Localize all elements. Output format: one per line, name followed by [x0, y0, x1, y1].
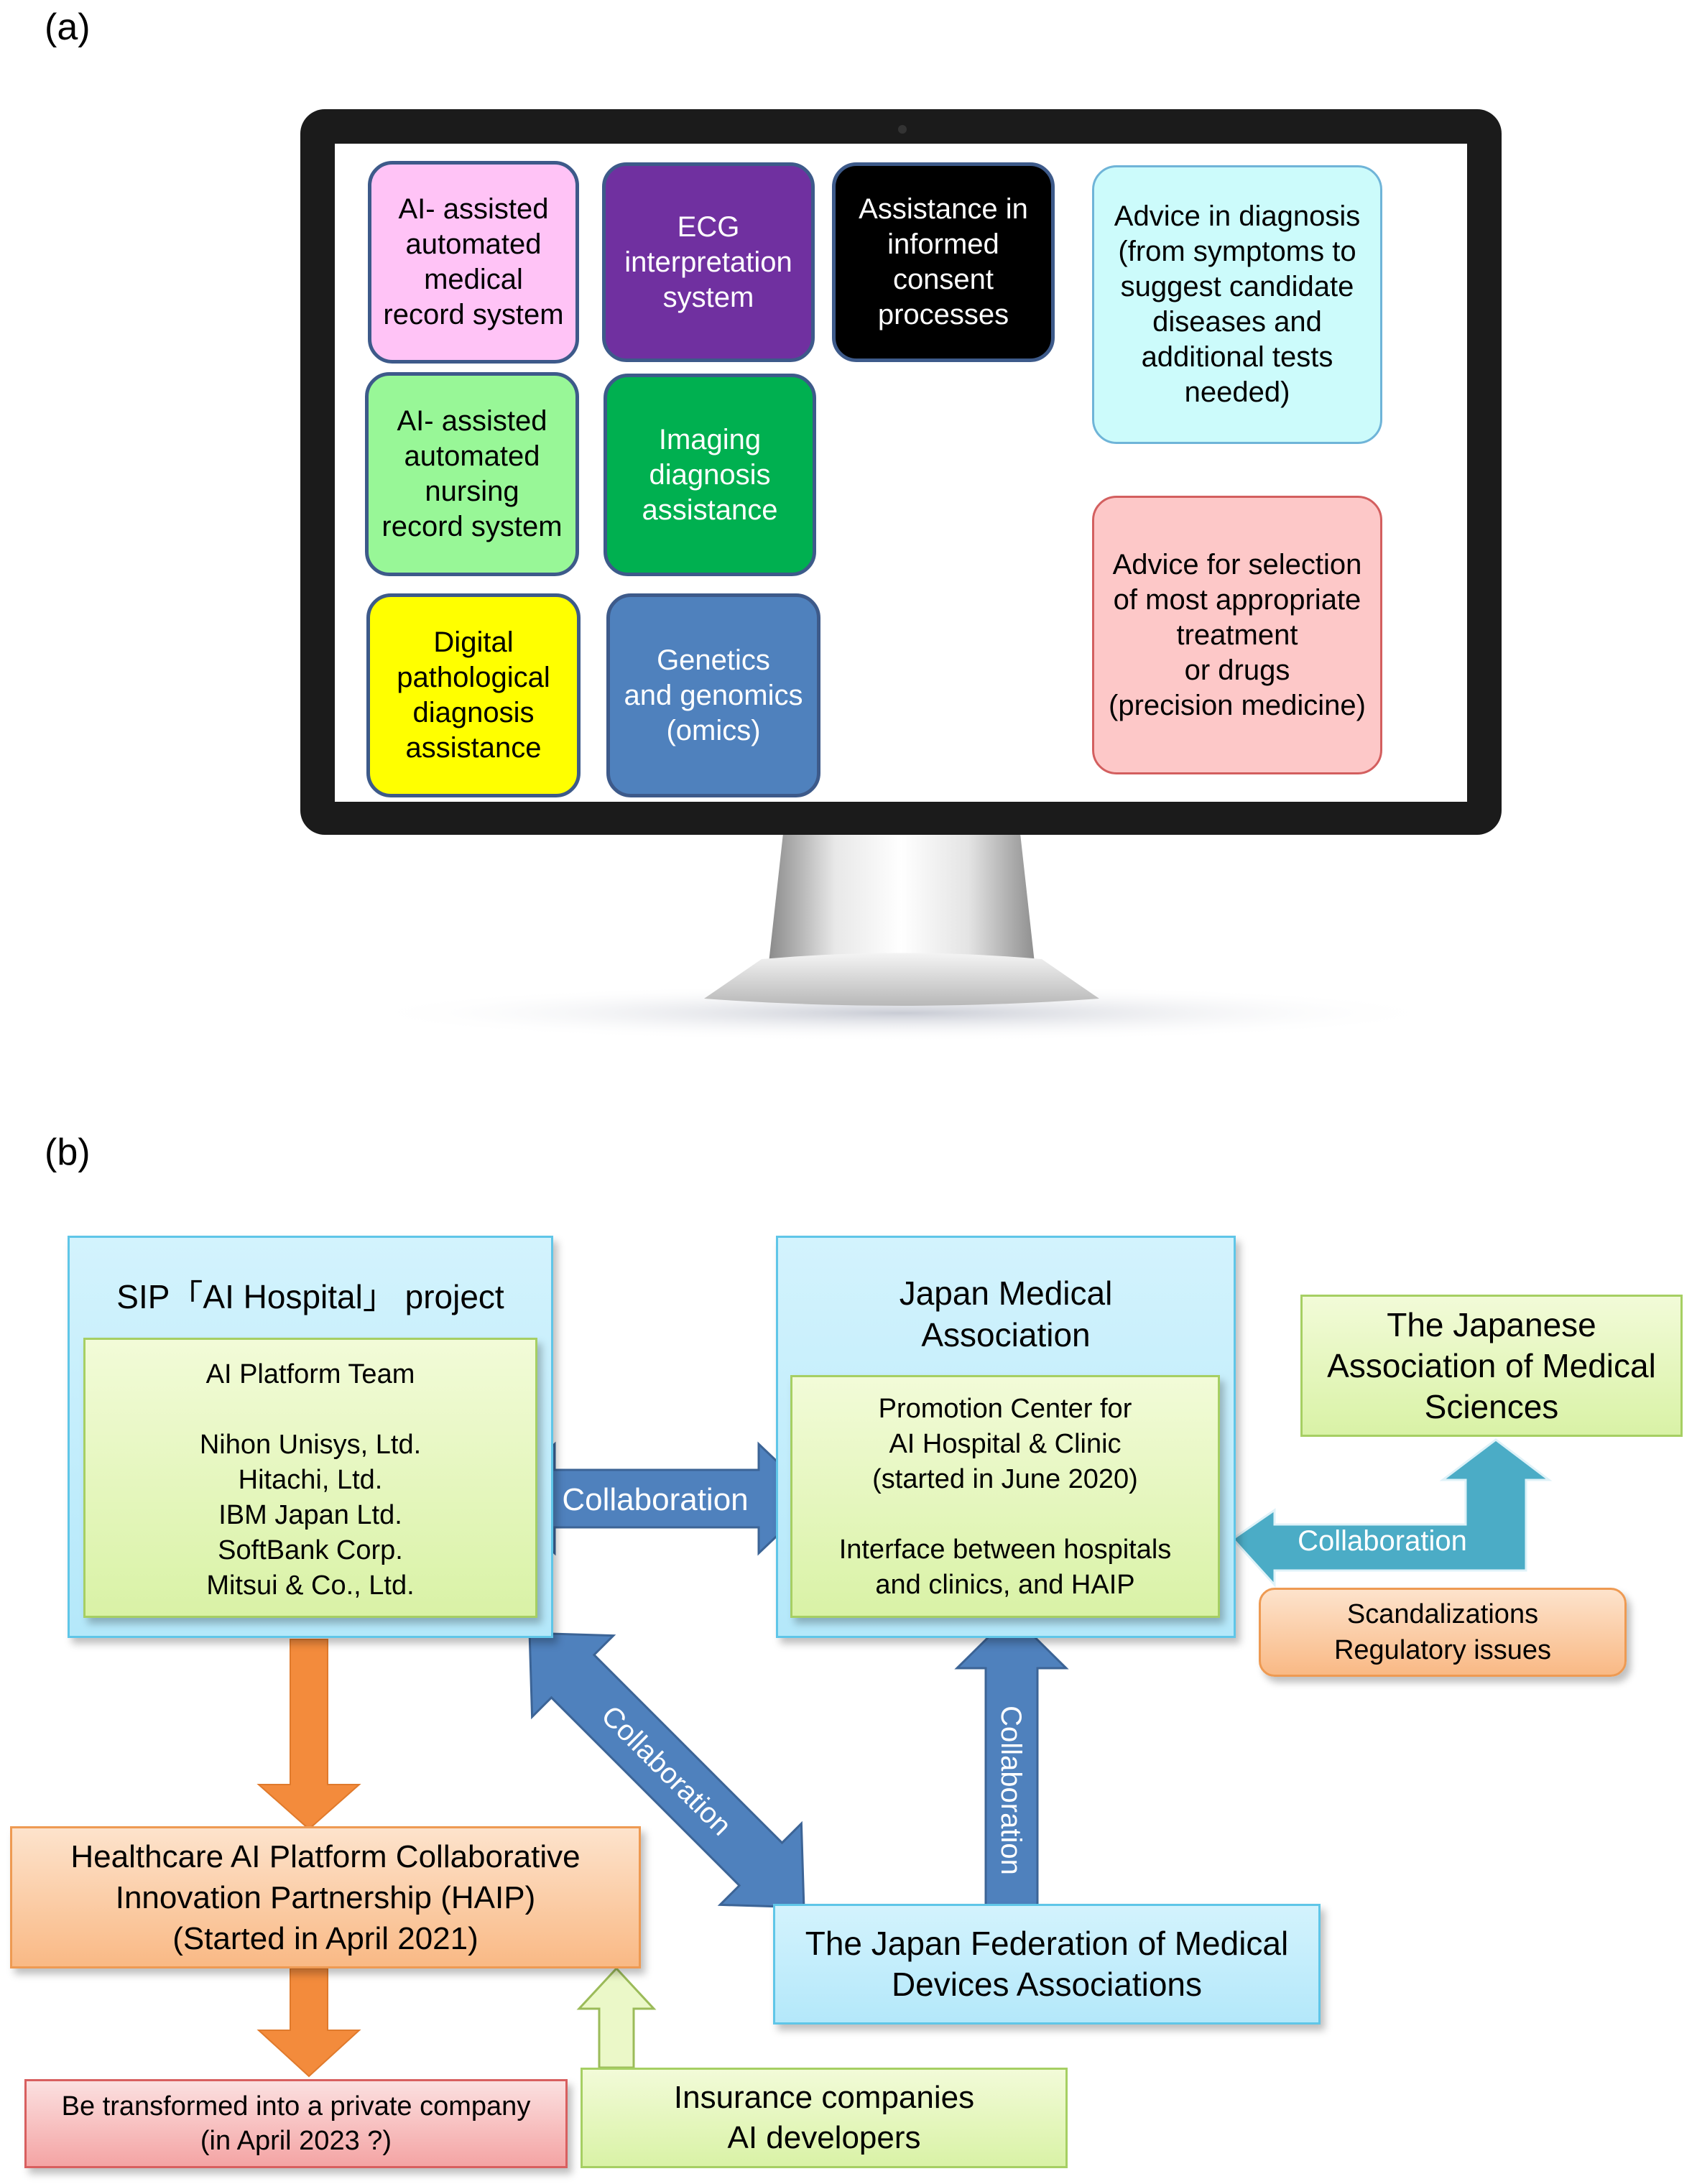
tile-label: Imaging diagnosis assistance: [642, 423, 778, 526]
green-up-arrow: [576, 1966, 657, 2069]
collab-label-teal: Collaboration: [1298, 1525, 1467, 1557]
jfmda-text: The Japan Federation of Medical Devices …: [805, 1925, 1289, 2003]
promotion-center-text: Promotion Center for AI Hospital & Clini…: [838, 1394, 1172, 1600]
insurance-box: Insurance companies AI developers: [581, 2068, 1068, 2168]
tile-label: Assistance in informed consent processes: [859, 193, 1028, 330]
tile-label: ECG interpretation system: [624, 210, 792, 313]
scandalizations-text: Scandalizations Regulatory issues: [1333, 1599, 1552, 1665]
tile-label: Advice in diagnosis (from symptoms to su…: [1114, 200, 1361, 408]
panel-b-label: (b): [45, 1132, 91, 1173]
orange-arrow-1: [256, 1639, 361, 1831]
monitor-stand: [356, 833, 1448, 1042]
ai-platform-team-title: AI Platform Team: [205, 1359, 415, 1389]
tile-nursing-record[interactable]: AI- assisted automated nursing record sy…: [365, 372, 579, 576]
orange-arrow-2: [256, 1968, 361, 2078]
ai-platform-team-box: AI Platform Team Nihon Unisys, Ltd. Hita…: [83, 1338, 537, 1618]
tile-imaging[interactable]: Imaging diagnosis assistance: [604, 374, 816, 576]
tile-label: Advice for selection of most appropriate…: [1109, 548, 1366, 721]
camera-dot: [898, 125, 907, 134]
tile-genomics[interactable]: Genetics and genomics (omics): [606, 593, 820, 797]
tile-label: Digital pathological diagnosis assistanc…: [397, 626, 550, 764]
private-company-text: Be transformed into a private company (i…: [61, 2091, 531, 2156]
tile-label: AI- assisted automated nursing record sy…: [382, 405, 563, 542]
tile-informed-consent[interactable]: Assistance in informed consent processes: [832, 162, 1055, 362]
haip-box: Healthcare AI Platform Collaborative Inn…: [10, 1826, 641, 1968]
tile-label: Genetics and genomics (omics): [624, 644, 803, 746]
panel-a-label: (a): [45, 6, 91, 48]
scandalizations-box: Scandalizations Regulatory issues: [1259, 1588, 1627, 1677]
jams-box: The Japanese Association of Medical Scie…: [1300, 1295, 1683, 1437]
sip-project-title: SIP「AI Hospital」 project: [116, 1278, 504, 1315]
jma-title: Japan Medical Association: [899, 1274, 1113, 1354]
ai-platform-team-members: Nihon Unisys, Ltd. Hitachi, Ltd. IBM Jap…: [199, 1430, 422, 1601]
promotion-center-box: Promotion Center for AI Hospital & Clini…: [790, 1375, 1220, 1618]
tile-pathology[interactable]: Digital pathological diagnosis assistanc…: [366, 593, 581, 797]
collab-label-diagonal: Collaboration: [595, 1700, 737, 1842]
jams-text: The Japanese Association of Medical Scie…: [1327, 1305, 1656, 1425]
tile-precision-medicine[interactable]: Advice for selection of most appropriate…: [1092, 496, 1382, 774]
tile-label: AI- assisted automated medical record sy…: [383, 193, 564, 330]
collab-label-horizontal: Collaboration: [562, 1482, 748, 1517]
tile-medical-record[interactable]: AI- assisted automated medical record sy…: [368, 161, 579, 364]
jfmda-box: The Japan Federation of Medical Devices …: [773, 1904, 1321, 2025]
insurance-text: Insurance companies AI developers: [673, 2080, 975, 2155]
private-company-box: Be transformed into a private company (i…: [24, 2079, 568, 2168]
tile-ecg[interactable]: ECG interpretation system: [602, 162, 815, 362]
tile-diagnosis-advice[interactable]: Advice in diagnosis (from symptoms to su…: [1092, 165, 1382, 444]
haip-text: Healthcare AI Platform Collaborative Inn…: [70, 1838, 581, 1956]
collab-label-vertical: Collaboration: [995, 1706, 1027, 1875]
collab-arrow-teal: [1231, 1438, 1553, 1588]
